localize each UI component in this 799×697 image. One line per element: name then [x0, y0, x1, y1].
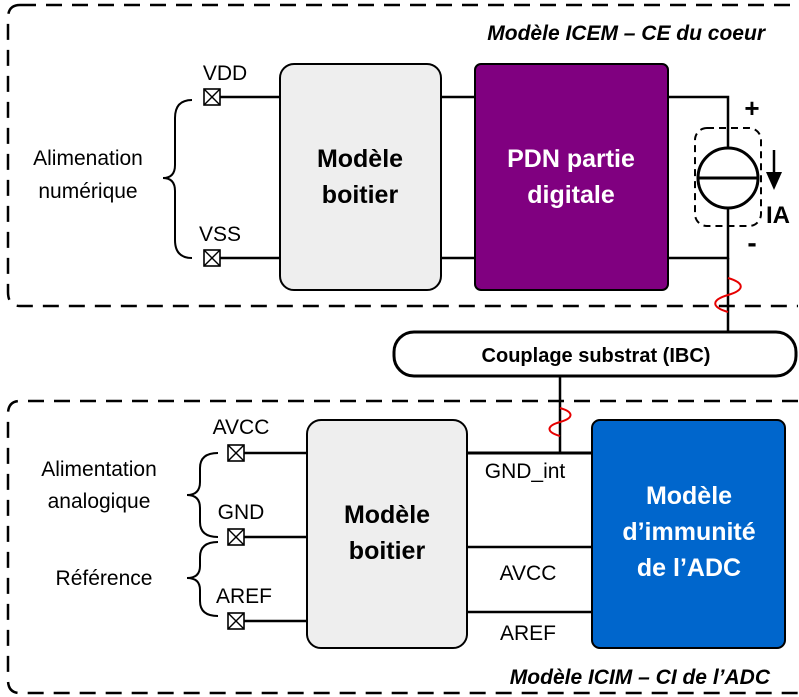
pdn-box-line1: PDN partie: [507, 145, 635, 173]
package-box-top: [279, 63, 442, 291]
current-source-label: IA: [766, 202, 790, 229]
minus-sign: -: [747, 227, 756, 258]
analog-supply-label-line1: Alimentation: [41, 458, 157, 481]
pin-avcc-label: AVCC: [213, 416, 270, 439]
package-box-top-line2: boitier: [322, 181, 399, 209]
coupling-box: [392, 330, 798, 378]
package-box-bottom: [306, 419, 468, 649]
coupling-label: Couplage substrat (IBC): [482, 345, 711, 367]
pin-vss-icon: [203, 249, 221, 267]
pin-aref-label: AREF: [216, 585, 272, 608]
net-gnd-int-label: GND_int: [485, 460, 566, 483]
pin-aref-icon: [227, 612, 245, 630]
adc-box: [591, 419, 786, 649]
analog-supply-label-line2: analogique: [48, 490, 151, 513]
adc-box-line2: d’immunité: [622, 518, 755, 546]
package-box-bottom-line2: boitier: [349, 537, 426, 565]
pin-vss-label: VSS: [199, 223, 241, 246]
pdn-box: [474, 63, 669, 291]
icim-dashed-frame: [6, 399, 798, 695]
pin-gnd-icon: [227, 528, 245, 546]
supply-label-line1: Alimenation: [33, 147, 143, 170]
reference-brace: [186, 541, 219, 617]
supply-brace: [162, 99, 193, 259]
package-box-top-line1: Modèle: [317, 145, 403, 173]
icem-title: Modèle ICEM – CE du coeur: [487, 22, 767, 45]
current-arrow-icon: [766, 172, 782, 190]
reference-label: Référence: [56, 567, 153, 590]
net-aref-label: AREF: [500, 622, 556, 645]
supply-label-line2: numérique: [38, 180, 137, 203]
pin-gnd-label: GND: [218, 501, 265, 524]
pdn-box-line2: digitale: [527, 181, 615, 209]
adc-box-line3: de l’ADC: [637, 554, 741, 582]
package-box-bottom-line1: Modèle: [344, 501, 430, 529]
current-source-dashed-box: [694, 127, 762, 227]
coupling-wave-bottom: [548, 407, 572, 437]
icim-title: Modèle ICIM – CI de l’ADC: [510, 666, 771, 689]
pin-vdd-icon: [203, 88, 221, 106]
plus-sign: +: [744, 93, 759, 123]
adc-box-line1: Modèle: [646, 482, 732, 510]
coupling-wave-top: [714, 277, 742, 313]
pin-avcc-icon: [227, 444, 245, 462]
icem-dashed-frame: [6, 3, 798, 308]
analog-supply-brace: [186, 452, 219, 538]
net-avcc-label: AVCC: [500, 562, 557, 585]
pin-vdd-label: VDD: [203, 62, 247, 85]
